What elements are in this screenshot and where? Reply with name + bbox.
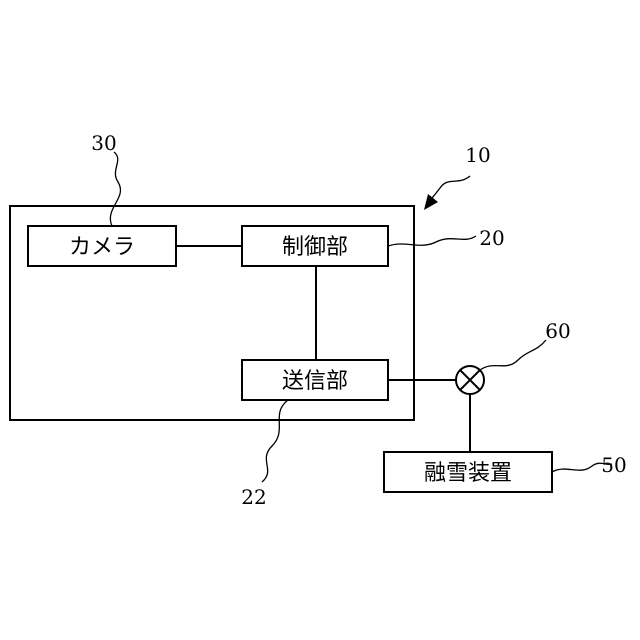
snow-melting-device-block: 融雪装置 bbox=[384, 452, 552, 492]
snow-melting-device-label: 融雪装置 bbox=[424, 461, 512, 486]
device-ref-number: 10 bbox=[465, 143, 490, 167]
snow-melting-ref-number: 50 bbox=[601, 453, 626, 477]
junction-leader bbox=[480, 340, 546, 370]
control-unit-ref-number: 20 bbox=[479, 226, 504, 250]
junction-ref-number: 60 bbox=[545, 319, 570, 343]
junction-x-icon bbox=[456, 366, 484, 394]
device-arrow-head bbox=[424, 194, 438, 210]
camera-label: カメラ bbox=[69, 235, 135, 260]
camera-ref-number: 30 bbox=[91, 131, 116, 155]
transmitter-label: 送信部 bbox=[282, 369, 348, 394]
control-unit-label: 制御部 bbox=[282, 235, 348, 260]
transmitter-block: 送信部 bbox=[242, 360, 388, 400]
camera-block: カメラ bbox=[28, 226, 176, 266]
transmitter-ref-number: 22 bbox=[241, 485, 266, 509]
control-unit-block: 制御部 bbox=[242, 226, 388, 266]
